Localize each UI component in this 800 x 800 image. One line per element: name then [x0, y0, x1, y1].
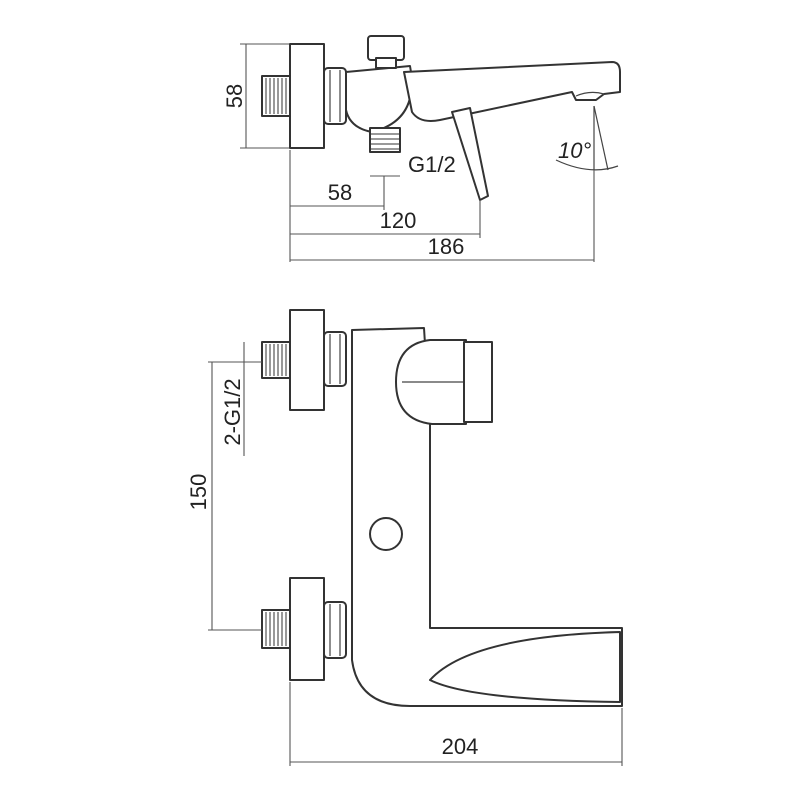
lower-nut	[323, 601, 347, 659]
dim-inlet-spacing-label: 150	[186, 474, 211, 511]
dim-front-length-label: 204	[442, 734, 479, 759]
spout	[403, 61, 621, 122]
connector-nut	[323, 67, 347, 125]
angle-label: 10°	[558, 138, 591, 163]
inlet-knurl	[265, 78, 287, 114]
outlet-thread-label: G1/2	[408, 152, 456, 177]
mixer-body	[351, 327, 623, 707]
dim-overall-length-label: 186	[428, 234, 465, 259]
mixer-body	[345, 65, 413, 133]
outlet-knurl	[370, 133, 400, 150]
front-view: 2-G1/2 150 204	[186, 309, 623, 766]
dim-height-label: 58	[222, 84, 247, 108]
shower-outlet	[369, 127, 401, 153]
diverter-stem	[375, 57, 397, 69]
upper-flange	[289, 309, 325, 411]
waterfall-spout	[429, 631, 621, 703]
upper-inlet-thread	[261, 341, 291, 379]
wall-flange	[289, 43, 325, 149]
top-view: 58 G1/2	[222, 35, 621, 262]
upper-inlet-knurl	[265, 344, 287, 376]
dim-mid-length-label: 120	[380, 208, 417, 233]
cartridge-knob	[463, 341, 493, 423]
mounting-hole	[369, 517, 403, 551]
inlet-thread	[261, 75, 291, 117]
lower-inlet-thread	[261, 609, 291, 649]
dim-inlet-offset-label: 58	[328, 180, 352, 205]
dim-inlet-thread-label: 2-G1/2	[220, 378, 245, 445]
aerator	[575, 91, 605, 97]
upper-nut	[323, 331, 347, 387]
angle-arc	[555, 159, 619, 171]
angle-line	[593, 105, 609, 171]
lower-inlet-knurl	[265, 612, 287, 646]
lever-handle	[451, 107, 489, 201]
lower-flange	[289, 577, 325, 681]
diverter-knob	[367, 35, 405, 61]
